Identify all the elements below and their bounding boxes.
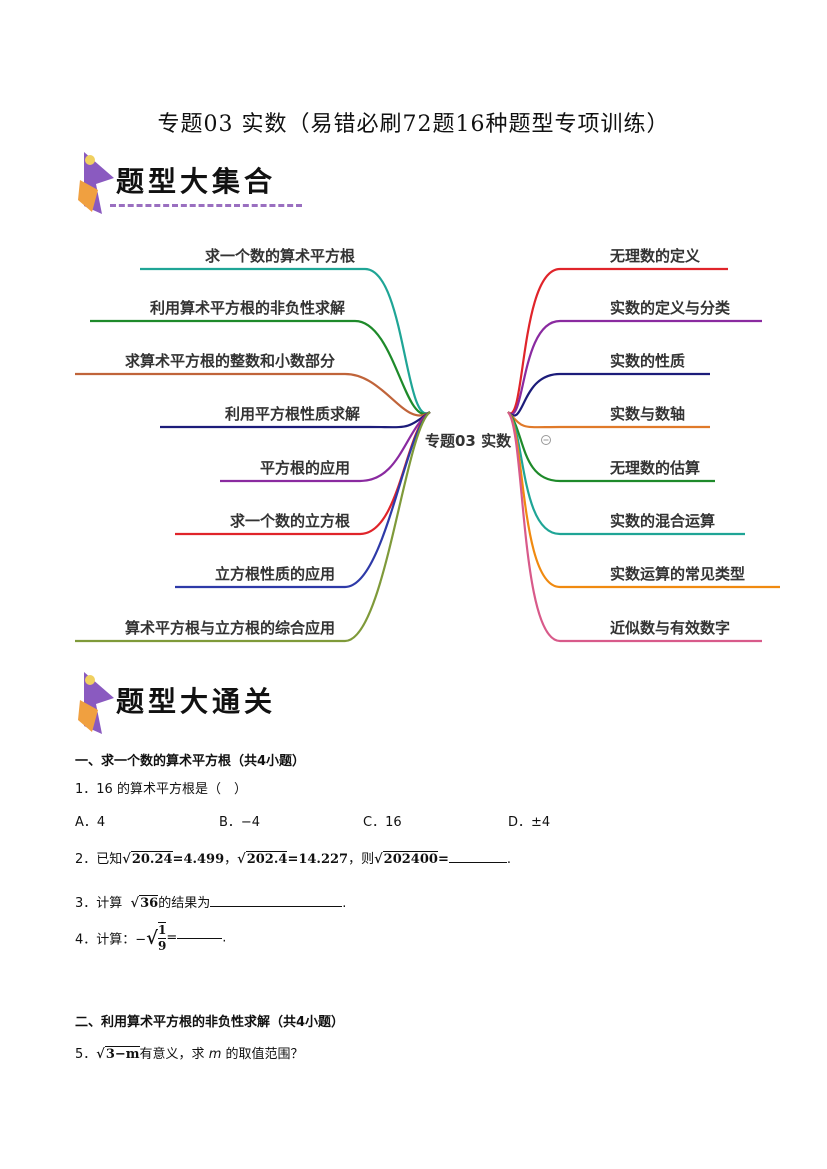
question-2: 2．已知√20.24=4.499，√202.4=14.227，则√202400=… (75, 851, 511, 867)
radicand: 36 (139, 895, 159, 911)
section-heading: 二、利用算术平方根的非负性求解（共4小题） (75, 1015, 345, 1030)
radicand: 20.24 (130, 851, 173, 867)
page-title: 专题03 实数（易错必刷72题16种题型专项训练） (157, 112, 670, 137)
equals: = (437, 852, 449, 867)
question-1: 1．16 的算术平方根是（ ） (75, 782, 247, 797)
section-banner-collection: 题型大集合 (76, 150, 306, 216)
mindmap-topic-right[interactable]: 无理数的定义 (610, 247, 701, 265)
section-heading: 一、求一个数的算术平方根（共4小题） (75, 754, 306, 769)
period: . (222, 930, 227, 946)
q3-suffix: 的结果为 (158, 896, 211, 911)
value: =4.499 (172, 852, 225, 867)
mindmap-branch-right (507, 319, 762, 416)
option-b: B．−4 (219, 815, 261, 830)
mindmap-topic-right[interactable]: 实数与数轴 (610, 405, 686, 423)
mindmap-topic-left[interactable]: 求算术平方根的整数和小数部分 (124, 352, 335, 370)
sep: ，则 (348, 852, 375, 867)
question-5: 5．√3−m有意义，求 m 的取值范围？ (75, 1046, 304, 1062)
option-a: A．4 (75, 815, 106, 830)
sep: ， (224, 852, 238, 867)
banner-title: 题型大通关 (116, 685, 277, 718)
mindmap-topic-left[interactable]: 利用算术平方根的非负性求解 (149, 299, 345, 317)
mindmap-branch-right (507, 267, 728, 415)
mindmap-topic-left[interactable]: 算术平方根与立方根的综合应用 (124, 619, 335, 637)
mindmap-topic-left[interactable]: 求一个数的算术平方根 (204, 247, 355, 265)
q5-suffix: 有意义，求 (139, 1047, 205, 1062)
mindmap-branch-left (140, 267, 431, 415)
mindmap-center: 专题03 实数 (425, 432, 512, 450)
mindmap-topic-right[interactable]: 实数的混合运算 (610, 512, 716, 530)
question-3: 3．计算 √36的结果为. (75, 895, 347, 911)
mindmap-topic-right[interactable]: 实数的性质 (610, 352, 686, 370)
answer-blank[interactable] (448, 862, 507, 863)
wizard-logo-icon (78, 152, 114, 214)
radicand: 202400 (382, 851, 438, 867)
q4-prefix: 4．计算：− (75, 932, 147, 948)
period: . (342, 896, 347, 911)
mindmap-branch-left (90, 319, 431, 416)
mindmap-topic-right[interactable]: 无理数的估算 (610, 459, 701, 477)
period: . (506, 852, 511, 867)
q3-prefix: 3．计算 (75, 896, 123, 911)
variable: m (208, 1047, 222, 1062)
mindmap-topic-right[interactable]: 近似数与有效数字 (610, 619, 731, 637)
mindmap-topic-left[interactable]: 立方根性质的应用 (214, 565, 335, 583)
q2-prefix: 2．已知 (75, 852, 123, 867)
denominator: 9 (158, 939, 167, 953)
mindmap-lines (75, 267, 780, 643)
value: =14.227 (287, 852, 349, 867)
answer-blank[interactable] (210, 906, 343, 907)
option-c: C．16 (363, 815, 402, 830)
mindmap-branch-left (175, 411, 431, 589)
radicand: 3−m (104, 1046, 140, 1062)
banner-title: 题型大集合 (116, 165, 277, 198)
mindmap-topic-left[interactable]: 利用平方根性质求解 (224, 405, 360, 423)
mindmap-topic-right[interactable]: 实数的定义与分类 (610, 299, 731, 317)
mindmap-branch-left (75, 372, 431, 417)
banner-divider (110, 204, 302, 207)
mindmap-branch-right (507, 411, 762, 643)
radicand: 202.4 (245, 851, 288, 867)
mindmap-topic-left[interactable]: 求一个数的立方根 (229, 512, 350, 530)
collapse-icon[interactable] (540, 434, 552, 446)
q5-prefix: 5． (75, 1047, 97, 1062)
numerator: 1 (158, 923, 167, 939)
mindmap-branch-right (507, 372, 710, 417)
equals: = (166, 930, 178, 946)
answer-blank[interactable] (177, 937, 223, 939)
wizard-logo-icon (78, 672, 114, 734)
mindmap-branch-left (75, 411, 431, 643)
mindmap-topic-right[interactable]: 实数运算的常见类型 (610, 565, 746, 583)
q5-tail: 的取值范围？ (225, 1047, 304, 1062)
mindmap-topic-left[interactable]: 平方根的应用 (259, 459, 350, 477)
option-d: D．±4 (508, 815, 551, 830)
section-banner-practice: 题型大通关 (76, 670, 306, 736)
